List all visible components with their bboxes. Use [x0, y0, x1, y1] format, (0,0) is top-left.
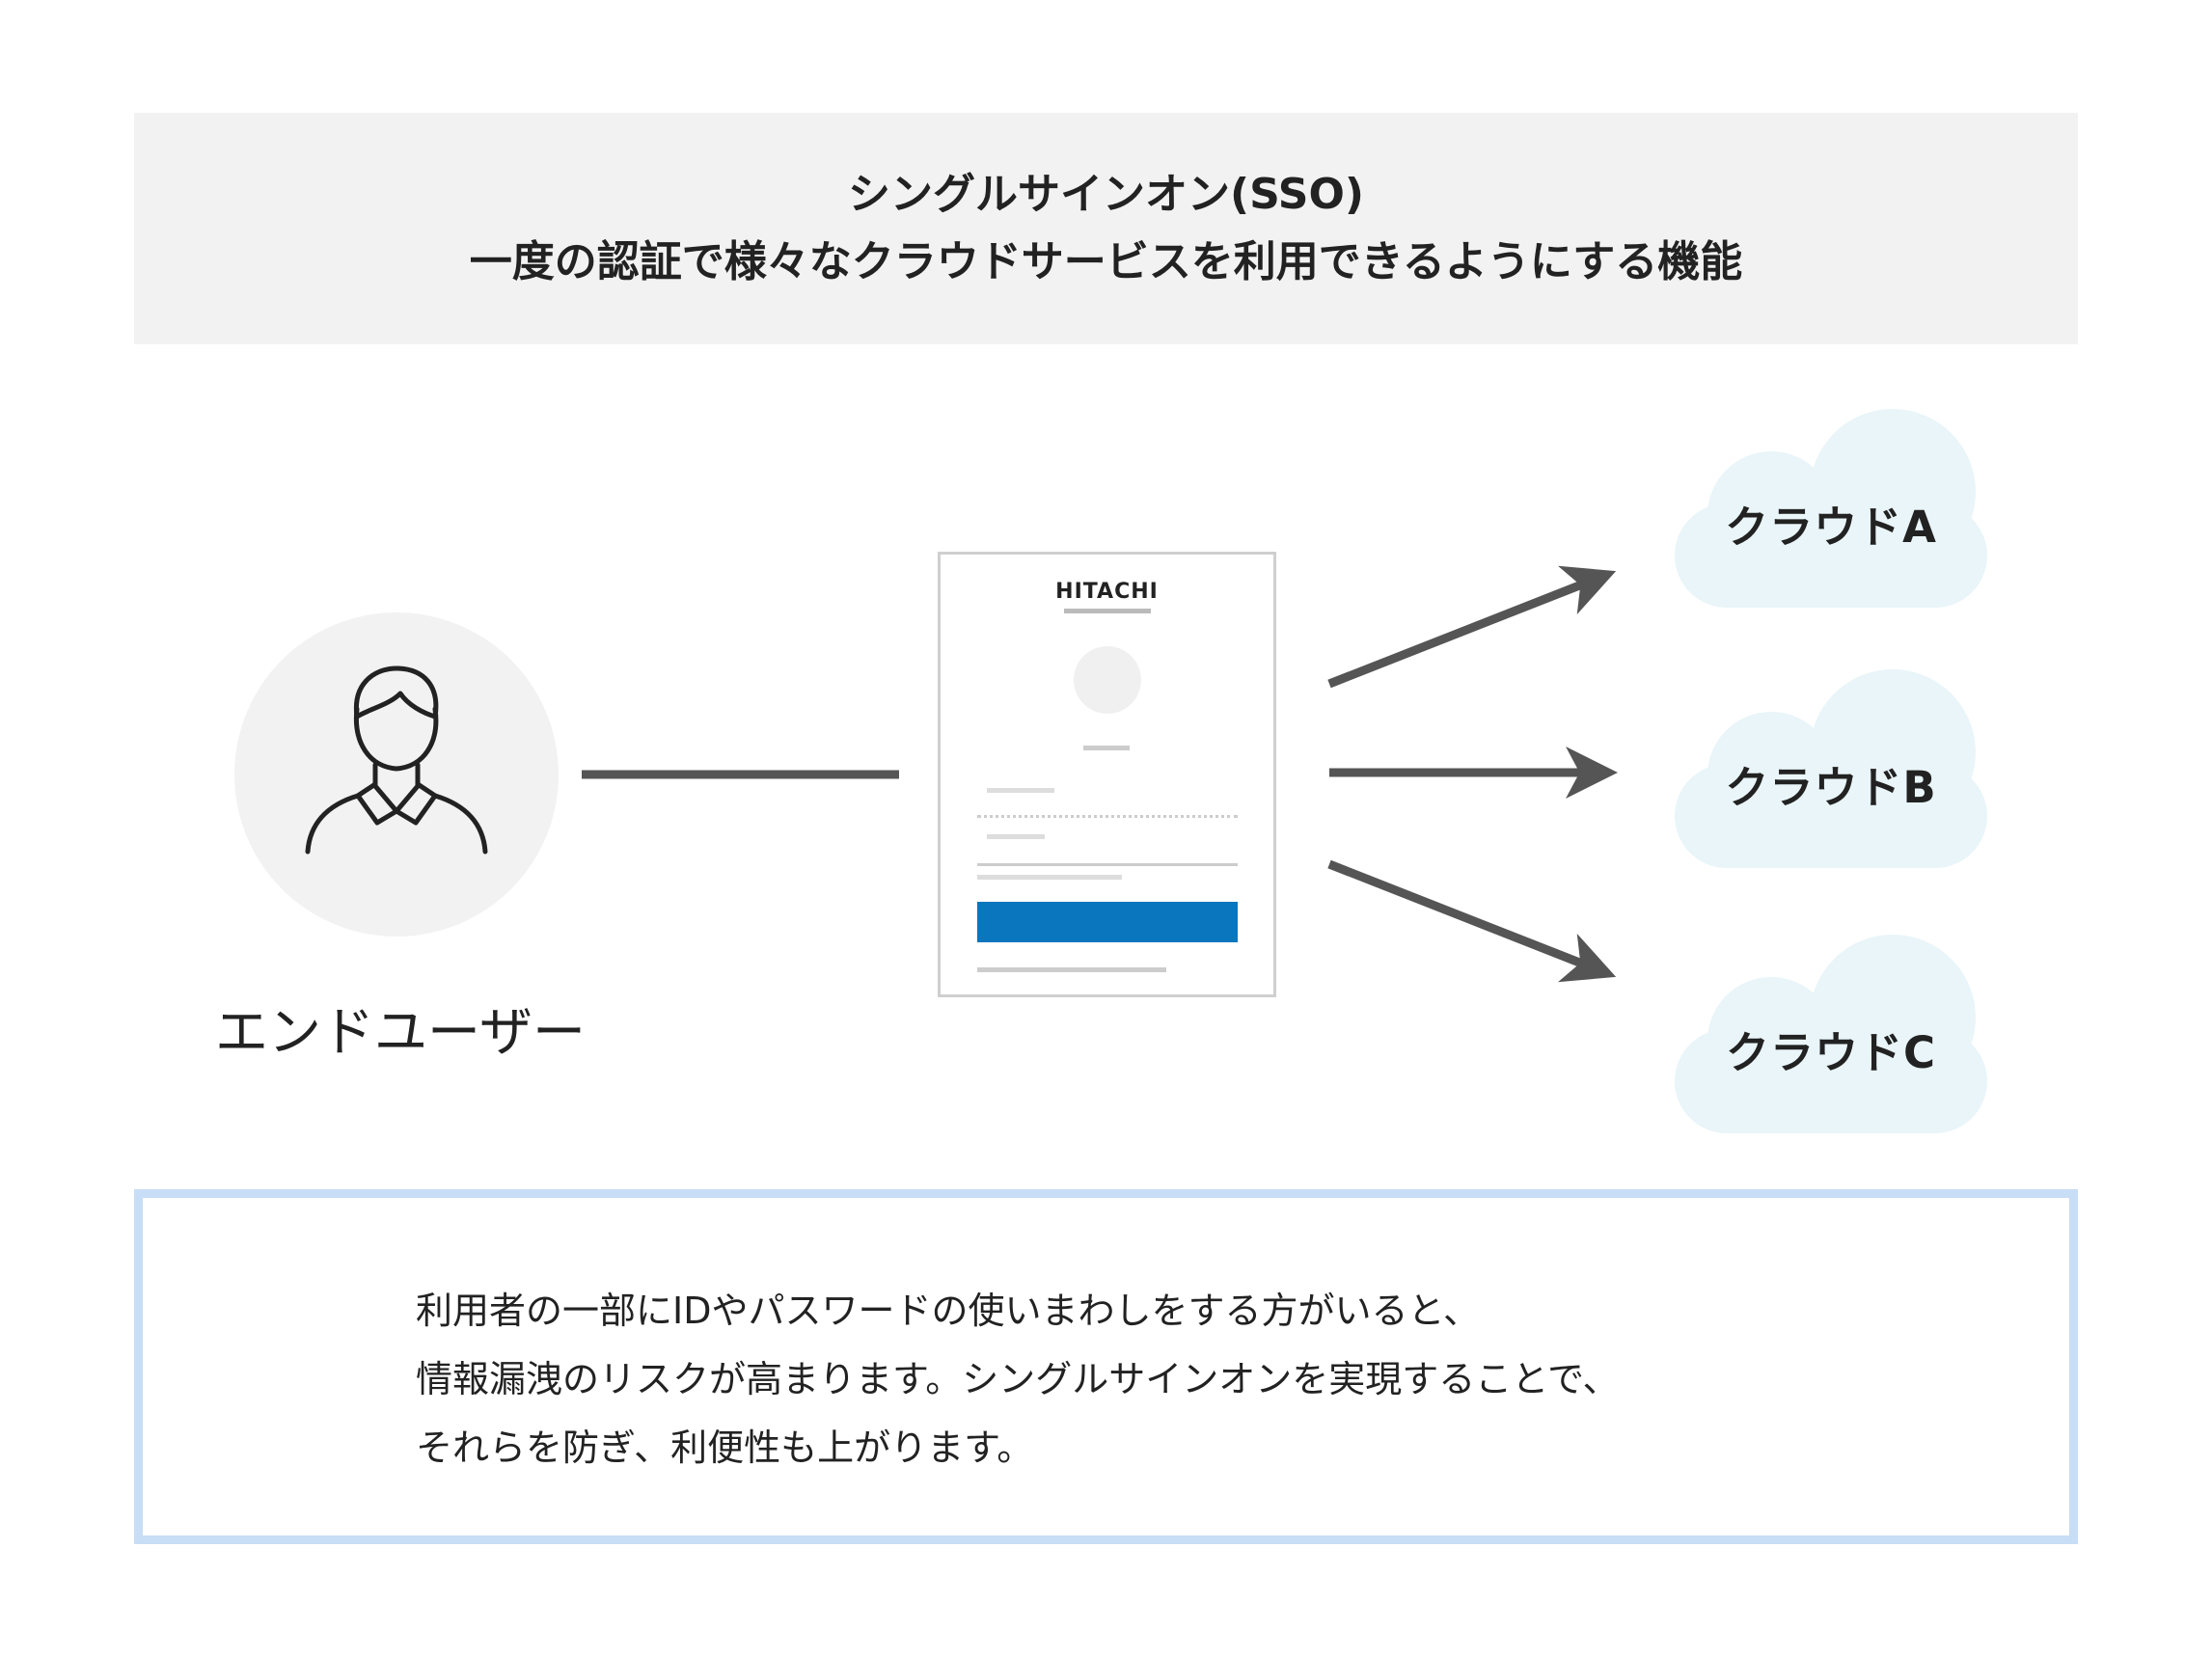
explanation-box: 利用者の一部にIDやパスワードの使いまわしをする方がいると、 情報漏洩のリスクが… [134, 1189, 2078, 1544]
login-screen-mockup: HITACHI [938, 552, 1276, 997]
arrow-to-cloud-a [1327, 565, 1617, 689]
remember-checkbox-mockup [977, 875, 1122, 880]
note-line: それらを防ぎ、利便性も上がります。 [416, 1426, 1034, 1469]
user-placeholder-icon [1074, 646, 1141, 714]
cloud-a: クラウドA [1675, 407, 1987, 608]
cloud-label: クラウドB [1725, 762, 1937, 813]
note-line: 情報漏洩のリスクが高まります。シングルサインオンを実現することで、 [416, 1358, 1620, 1400]
cloud-label: クラウドC [1725, 1027, 1937, 1078]
password-field-mockup [977, 819, 1238, 866]
arrow-to-cloud-c [1327, 859, 1617, 983]
title-banner: シングルサインオン(SSO) 一度の認証で様々なクラウドサービスを利用できるよう… [134, 113, 2078, 344]
login-button-mockup [977, 902, 1238, 942]
logo-subtext [1064, 609, 1151, 613]
id-field-mockup [977, 771, 1238, 818]
person-icon [305, 666, 488, 855]
login-heading [1083, 746, 1130, 750]
end-user-label: エンドユーザー [215, 1001, 586, 1063]
help-link-mockup [977, 967, 1166, 972]
diagram-title: シングルサインオン(SSO) [847, 170, 1365, 219]
cloud-icon [1675, 935, 1987, 1133]
end-user-avatar [234, 612, 559, 937]
note-line: 利用者の一部にIDやパスワードの使いまわしをする方がいると、 [416, 1290, 1480, 1332]
cloud-label: クラウドA [1725, 502, 1937, 553]
company-logo: HITACHI [1055, 580, 1159, 604]
cloud-icon [1675, 669, 1987, 868]
cloud-c: クラウドC [1675, 933, 1987, 1133]
cloud-icon [1675, 409, 1987, 608]
cloud-b: クラウドB [1675, 667, 1987, 868]
diagram-subtitle: 一度の認証で様々なクラウドサービスを利用できるようにする機能 [469, 237, 1743, 286]
